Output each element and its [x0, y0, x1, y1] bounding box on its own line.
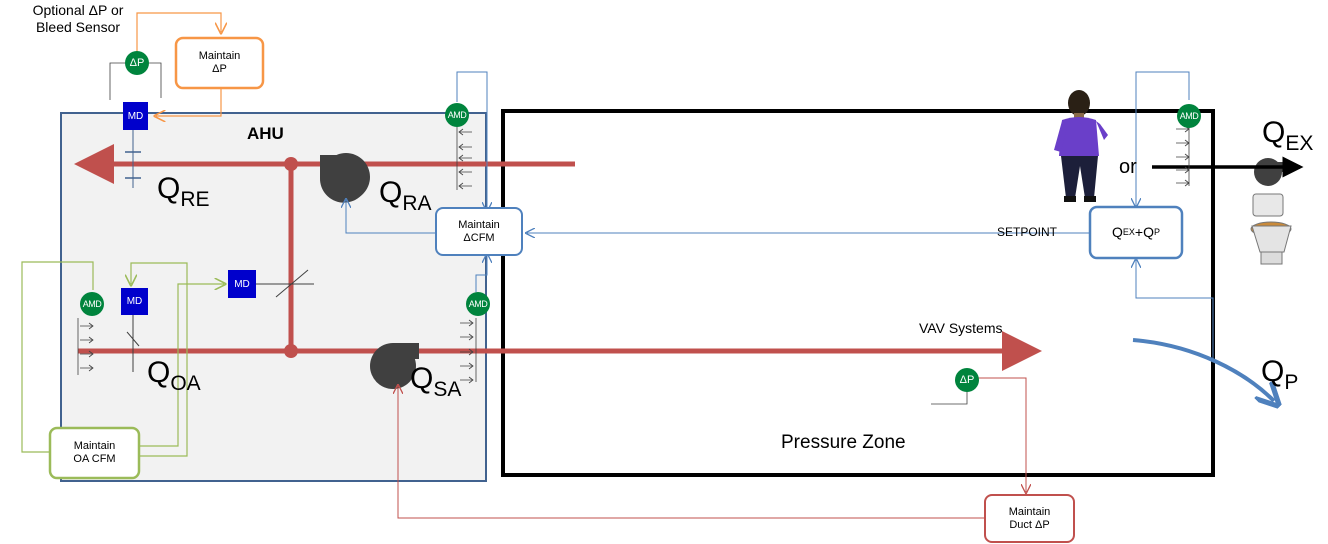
md-oa-min-label: MD	[126, 296, 143, 307]
amd-return-icon	[445, 103, 469, 127]
dp-sensor-top-label: ΔP	[129, 57, 145, 69]
q-sa-label: QSA	[410, 362, 462, 401]
oa-min-damper-blade	[126, 331, 140, 347]
amd-exhaust-label: AMD	[1179, 111, 1199, 121]
setpoint-label: SETPOINT	[997, 225, 1058, 239]
amd-exhaust-icon	[1177, 104, 1201, 128]
return-flow-station	[456, 127, 472, 190]
junction-bottom	[284, 344, 298, 358]
q-ex-label: QEX	[1262, 116, 1314, 155]
q-re-label: QRE	[157, 172, 210, 211]
maintain-oa-box	[48, 426, 141, 480]
pressure-zone-boundary	[501, 109, 1215, 477]
sensor-note-line2: Bleed Sensor	[35, 19, 121, 35]
return-fan-icon	[319, 153, 370, 203]
pressurization-flow-arrow	[1132, 338, 1274, 401]
junction-top	[284, 157, 298, 171]
pressure-zone-label: Pressure Zone	[781, 432, 906, 453]
q-p-label: QP	[1261, 355, 1299, 394]
md-relief-label: MD	[127, 110, 144, 122]
ahu-label: AHU	[247, 124, 284, 143]
amd-supply-label: AMD	[468, 299, 488, 309]
q-ra-label: QRA	[379, 176, 432, 215]
toilet-icon	[1250, 193, 1292, 265]
supply-flow-station	[460, 318, 477, 384]
dp-sensor-duct-label: ΔP	[959, 374, 975, 386]
q-oa-label: QOA	[147, 356, 201, 395]
exhaust-fan-icon	[1254, 158, 1284, 186]
amd-supply-icon	[466, 292, 490, 316]
oa-control-loop	[21, 261, 224, 457]
md-oa-econ-icon	[228, 270, 256, 298]
or-label: or	[1119, 156, 1137, 178]
qex-qp-box	[1088, 205, 1184, 260]
amd-return-label: AMD	[447, 110, 467, 120]
vav-systems-label: VAV Systems	[919, 320, 1003, 336]
duct-dp-control-loop	[398, 377, 1026, 519]
md-relief-icon	[123, 102, 148, 130]
amd-oa-icon	[80, 292, 104, 316]
dcfm-control-loop	[346, 71, 1214, 360]
maintain-dp-box	[174, 36, 265, 90]
dp-control-loop	[136, 12, 221, 116]
occupant-icon	[1054, 90, 1108, 202]
exhaust-flow-station	[1176, 122, 1190, 187]
maintain-dcfm-box	[435, 207, 523, 256]
amd-oa-label: AMD	[82, 299, 102, 309]
md-oa-econ-label: MD	[234, 278, 250, 290]
oa-econ-damper-blade	[275, 269, 309, 298]
sensor-note-line1: Optional ΔP or	[32, 2, 124, 18]
dp-sensor-top-icon	[125, 51, 149, 75]
dp-sensor-duct-icon	[955, 368, 979, 392]
outdoor-air-flow-station	[77, 318, 94, 375]
maintain-duct-dp-box	[984, 494, 1075, 543]
md-oa-min-icon	[121, 288, 148, 315]
supply-fan-icon	[370, 343, 419, 389]
